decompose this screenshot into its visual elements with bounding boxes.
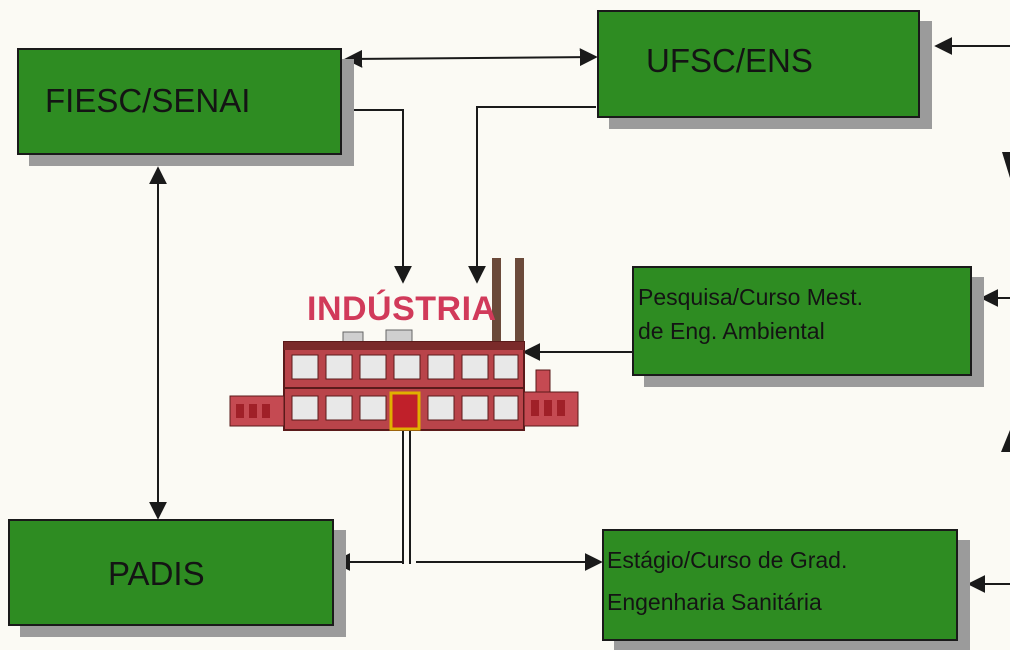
pesquisa-label-line1: Pesquisa/Curso Mest. [638, 284, 863, 310]
padis-label: PADIS [108, 555, 205, 592]
factory-icon [229, 258, 579, 431]
ufsc-ens-label: UFSC/ENS [646, 42, 813, 79]
arrow-fiesc-ufsc [344, 48, 598, 68]
right-edge-arrowhead-mid [1001, 430, 1010, 452]
fiesc-senai-box: FIESC/SENAI [17, 48, 342, 155]
pesquisa-label-line2: de Eng. Ambiental [638, 318, 825, 344]
industry-label: INDÚSTRIA [307, 290, 497, 328]
estagio-box: Estágio/Curso de Grad. Engenharia Sanitá… [602, 529, 958, 641]
arrow-ufsc-industry [468, 106, 596, 284]
pesquisa-box: Pesquisa/Curso Mest. de Eng. Ambiental [632, 266, 972, 376]
estagio-label-line2: Engenharia Sanitária [607, 589, 822, 615]
padis-box: PADIS [8, 519, 334, 626]
estagio-label-line1: Estágio/Curso de Grad. [607, 547, 848, 573]
fiesc-senai-label: FIESC/SENAI [45, 82, 251, 119]
ufsc-ens-box: UFSC/ENS [597, 10, 920, 118]
right-edge-arrowhead-top [1002, 152, 1010, 178]
arrow-fiesc-industry [344, 109, 412, 284]
